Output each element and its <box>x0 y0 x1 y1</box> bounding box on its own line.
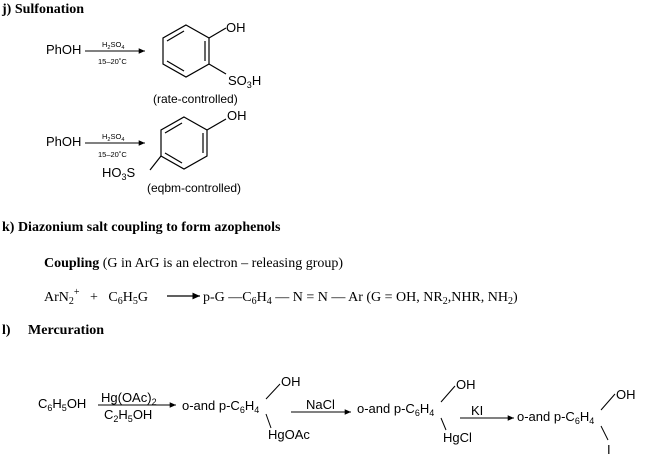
mercuration-reagent-top: Hg(OAc)2 <box>101 390 157 407</box>
reaction2-reagent: H2SO4 <box>102 132 124 143</box>
mercuration-reagent-2: NaCl <box>306 397 335 412</box>
product1-label: o-and p-C6H4 <box>182 398 259 415</box>
product2-sub-bond <box>440 417 447 431</box>
reaction2-ho3s: HO3S <box>102 165 136 182</box>
product2-oh-bond <box>440 385 456 403</box>
reaction1-caption: (rate-controlled) <box>153 92 238 106</box>
section-j-heading: j) Sulfonation <box>1 2 84 17</box>
mercuration-reagent-3: KI <box>471 403 483 418</box>
product1-sub: HgOAc <box>268 427 310 442</box>
reaction1-condition: 15–20˚C <box>98 57 127 66</box>
coupling-line: Coupling (G in ArG is an electron – rele… <box>44 256 343 271</box>
coupling-note: (G in ArG is an electron – releasing gro… <box>99 256 343 271</box>
product2-sub: HgCl <box>443 430 472 445</box>
benzene-ring-ortho <box>162 24 227 78</box>
reaction2-condition: 15–20˚C <box>98 150 127 159</box>
product3-oh: OH <box>616 387 636 402</box>
section-l-heading: l) Mercuration <box>2 323 104 338</box>
reaction2-reactant: PhOH <box>46 134 81 149</box>
product1-oh-bond <box>265 383 281 400</box>
benzene-ring-para <box>149 116 227 171</box>
reaction1-reagent: H2SO4 <box>102 40 124 51</box>
reaction1-so3h: SO3H <box>228 73 261 90</box>
reaction2-caption: (eqbm-controlled) <box>147 181 241 195</box>
product1-oh: OH <box>281 374 301 389</box>
product2-label: o-and p-C6H4 <box>357 401 434 418</box>
reaction2-oh: OH <box>227 108 247 123</box>
coupling-equation: ArN2+ + C6H5G <box>44 287 148 307</box>
reaction1-oh: OH <box>226 20 246 35</box>
product1-sub-bond <box>265 413 272 429</box>
reaction1-reactant: PhOH <box>46 42 81 57</box>
mercuration-reactant: C6H5OH <box>38 396 86 413</box>
product2-oh: OH <box>456 377 476 392</box>
mercuration-reagent-bottom: C2H5OH <box>104 407 152 424</box>
product3-sub-bond <box>600 425 609 441</box>
section-k-heading: k) Diazonium salt coupling to form azoph… <box>2 220 281 235</box>
product3-sub: I <box>607 442 611 457</box>
coupling-bold: Coupling <box>44 256 99 271</box>
coupling-product: p-G —C6H4 — N = N — Ar (G = OH, NR2,NHR,… <box>203 290 518 307</box>
product3-label: o-and p-C6H4 <box>517 409 594 426</box>
product3-oh-bond <box>600 393 616 411</box>
